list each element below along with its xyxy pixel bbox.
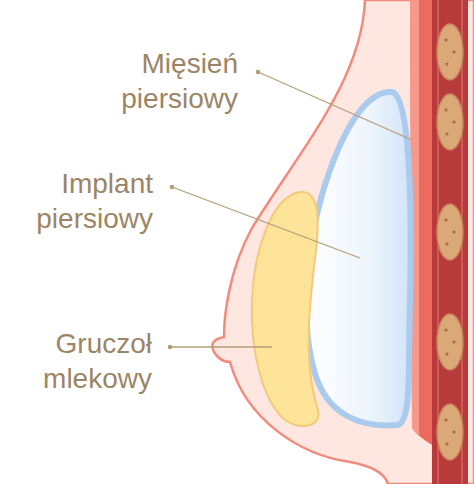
part-label: Implant piersiowy [3,166,153,236]
breast-implant [306,92,410,426]
mammary-gland [252,192,319,426]
part-label: Gruczoł mlekowy [2,326,152,396]
rib-bones [437,24,463,460]
part-label: Mięsień piersiowy [78,46,238,116]
bone-dots [444,38,455,445]
skin-outline [212,0,474,484]
rib-band [432,0,468,484]
